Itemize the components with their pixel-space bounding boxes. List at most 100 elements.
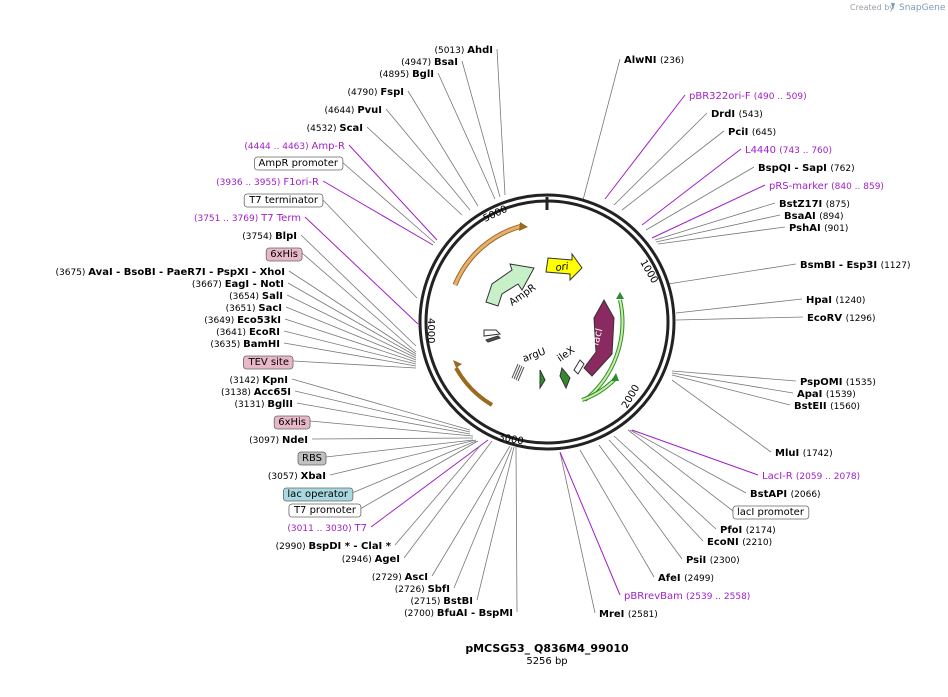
box-name: RBS xyxy=(302,453,322,464)
site-position: (3651) xyxy=(226,304,259,314)
site-position: (1127) xyxy=(881,261,911,271)
site-text: (3138) Acc65I xyxy=(221,387,291,398)
site-name: SalI xyxy=(262,291,283,302)
feature-ori: ori xyxy=(545,252,583,282)
site-text: DrdI (543) xyxy=(711,109,763,120)
site-label-agei: (2946) AgeI xyxy=(342,554,400,565)
site-label-asci: (2729) AscI xyxy=(372,572,428,583)
site-label-ndei: (3097) NdeI xyxy=(249,435,308,446)
ampR-arrow-icon xyxy=(519,222,528,231)
connector-line xyxy=(385,108,471,211)
primer-text: (4444 .. 4463) Amp-R xyxy=(244,141,345,152)
site-position: (2539 .. 2558) xyxy=(686,592,750,602)
site-text: (3097) NdeI xyxy=(249,435,308,446)
connector-line xyxy=(407,90,479,207)
site-label-pshai: PshAI (901) xyxy=(789,223,848,234)
site-position: (3138) xyxy=(221,388,254,398)
primer-label-pbr322ori-f: pBR322ori-F (490 .. 509) xyxy=(689,91,807,102)
box-text: lac operator xyxy=(287,489,348,500)
site-position: (2946) xyxy=(342,555,375,565)
connector-line xyxy=(496,48,506,196)
site-position: (762) xyxy=(830,164,854,174)
site-label-ecorv: EcoRV (1296) xyxy=(807,313,876,324)
site-position: (1539) xyxy=(826,390,856,400)
primer-label-f1ori-r: (3936 .. 3955) F1ori-R xyxy=(216,177,319,188)
site-label-bspqi: BspQI - SapI (762) xyxy=(758,163,855,174)
site-name: pBRrevBam xyxy=(624,591,686,602)
site-name: LacI-R xyxy=(762,471,796,482)
site-label-bgli: (4895) BglI xyxy=(379,69,434,80)
site-position: (894) xyxy=(819,212,843,222)
box-label-6xhis: 6xHis xyxy=(273,415,311,430)
connector-line xyxy=(283,342,417,367)
site-label-avai: (3675) AvaI - BsoBI - PaeR7I - PspXI - X… xyxy=(56,267,286,278)
credit-prefix: Created by xyxy=(850,3,894,12)
site-name: T7 Term xyxy=(260,213,301,224)
connector-line xyxy=(437,72,496,200)
site-position: (4644) xyxy=(325,106,358,116)
box-text: 6xHis xyxy=(270,249,298,260)
site-name: PciI xyxy=(728,127,752,138)
site-label-ecori: (3641) EcoRI xyxy=(216,327,280,338)
connector-line xyxy=(453,446,513,589)
box-label-t7: T7 promoter xyxy=(288,503,362,518)
feature-ampR: AmpR xyxy=(485,263,538,308)
site-text: (3675) AvaI - BsoBI - PaeR7I - PspXI - X… xyxy=(56,267,286,278)
connector-line xyxy=(582,58,621,201)
site-label-bstbi: (2715) BstBI xyxy=(411,596,474,607)
connector-line xyxy=(366,126,463,216)
site-text: (2729) AscI xyxy=(372,572,428,583)
site-position: (2726) xyxy=(395,585,428,595)
site-label-econi: EcoNI (2210) xyxy=(707,537,772,548)
site-label-bamhi: (3635) BamHI xyxy=(210,339,280,350)
site-position: (1296) xyxy=(846,314,876,324)
site-text: (4895) BglI xyxy=(379,69,434,80)
feature-label-argU: argU xyxy=(521,346,547,364)
connector-line xyxy=(559,451,621,596)
site-name: BglI xyxy=(412,69,434,80)
site-name: AgeI xyxy=(375,554,400,565)
site-text: (3142) KpnI xyxy=(229,375,288,386)
site-text: (4790) FspI xyxy=(348,87,404,98)
site-text: MluI (1742) xyxy=(775,448,833,459)
site-name: HpaI xyxy=(806,295,835,306)
connector-line xyxy=(294,390,471,433)
box-frame xyxy=(297,451,327,466)
connector-line xyxy=(300,234,417,347)
site-name: AlwNI xyxy=(624,55,660,66)
primer-label-l4440: L4440 (743 .. 760) xyxy=(745,145,832,156)
connector-line xyxy=(461,60,501,198)
map-title: pMCSG53_ Q836M4_99010 xyxy=(465,642,629,655)
site-label-bstz17i: BstZ17I (875) xyxy=(779,199,850,210)
box-frame xyxy=(265,247,303,262)
box-frame xyxy=(254,156,344,171)
site-label-bfuai: (2700) BfuAI - BspMI xyxy=(404,608,513,619)
site-position: (3635) xyxy=(210,340,243,350)
connector-line xyxy=(351,440,477,494)
box-frame xyxy=(283,487,354,502)
feature-ileX: ileX xyxy=(555,345,577,390)
site-text: (4947) BsaI xyxy=(401,57,458,68)
connector-line xyxy=(604,94,686,200)
site-text: PsiI (2300) xyxy=(686,555,740,566)
site-position: (4895) xyxy=(379,70,412,80)
box-frame xyxy=(273,415,311,430)
connector-line xyxy=(285,306,417,361)
site-text: (3654) SalI xyxy=(229,291,283,302)
site-name: pBR322ori-F xyxy=(689,91,754,102)
site-label-scai: (4532) ScaI xyxy=(307,123,363,134)
site-text: (3649) Eco53kI xyxy=(204,315,281,326)
tick-2000: 2000 xyxy=(620,383,642,411)
site-text: BstZ17I (875) xyxy=(779,199,850,210)
primer-text: pRS-marker (840 .. 859) xyxy=(769,181,884,192)
site-position: (3675) xyxy=(56,268,89,278)
connector-line xyxy=(629,429,747,494)
site-label-eco53ki: (3649) Eco53kI xyxy=(204,315,281,326)
site-text: (3131) BglII xyxy=(235,399,293,410)
box-text: TEV site xyxy=(247,357,289,368)
box-name: AmpR promoter xyxy=(259,158,339,169)
site-text: BspQI - SapI (762) xyxy=(758,163,855,174)
site-text: (3754) BlpI xyxy=(242,231,297,242)
site-name: T7 xyxy=(354,523,367,534)
